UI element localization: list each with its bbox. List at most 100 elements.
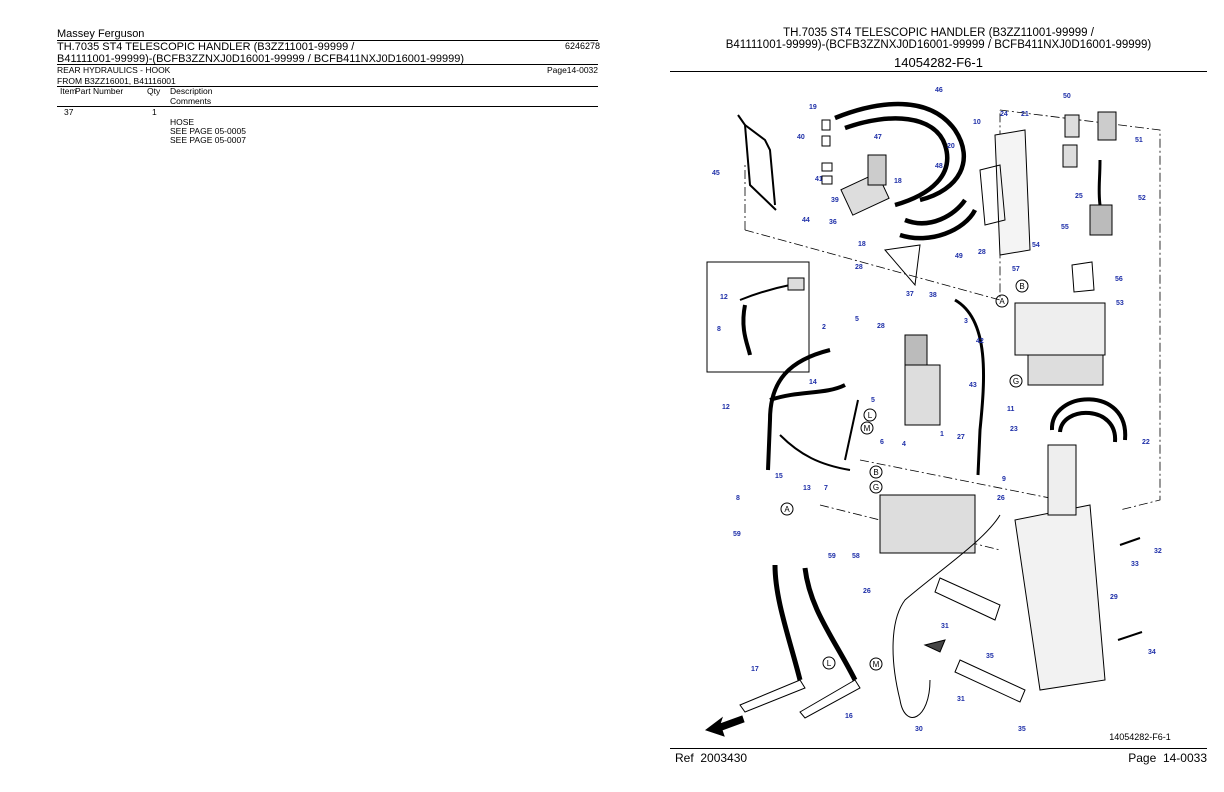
circle-letter-l [822, 656, 836, 670]
footer-divider [670, 748, 1207, 749]
inset-detail-box [706, 261, 810, 373]
hose-23 [1049, 397, 1128, 441]
letter-label: M [873, 660, 880, 669]
circle-letter-b [869, 465, 883, 479]
coupler [1064, 114, 1080, 138]
callout: 31 [941, 623, 949, 630]
circle-letter-a [780, 502, 794, 516]
brand-name: Massey Ferguson [57, 28, 145, 40]
rigid-pipe [737, 114, 777, 211]
callout: 47 [874, 134, 882, 141]
row-description: HOSE [170, 117, 195, 127]
bracket-plate-inner [979, 164, 1006, 226]
section-title: REAR HYDRAULICS - HOOK [57, 65, 171, 75]
page-label: Page [1128, 751, 1157, 765]
letter-label: B [873, 468, 878, 477]
inset-block [787, 277, 805, 291]
diagram-title: TH.7035 ST4 TELESCOPIC HANDLER (B3ZZ1100… [670, 27, 1207, 51]
letter-label: B [1019, 282, 1024, 291]
hose-14 [769, 383, 846, 402]
diagram-title-divider [670, 71, 1207, 72]
callout: 43 [969, 382, 977, 389]
bracket-plate [994, 129, 1031, 256]
model-title: TH.7035 ST4 TELESCOPIC HANDLER (B3ZZ1100… [57, 41, 602, 65]
callout: 44 [802, 217, 810, 224]
callout: 13 [803, 485, 811, 492]
callout: 26 [997, 495, 1005, 502]
row-item: 37 [64, 107, 74, 117]
letter-label: A [784, 505, 790, 514]
callout: 52 [1138, 195, 1146, 202]
callout: 39 [831, 197, 839, 204]
callout: 54 [1032, 242, 1040, 249]
callout: 18 [858, 241, 866, 248]
valve-block-main [904, 364, 941, 426]
letter-label: G [1013, 377, 1019, 386]
hook-upper [1047, 444, 1077, 516]
col-header-comments: Comments [170, 96, 212, 106]
circle-letter-a [995, 294, 1009, 308]
callout: 9 [1002, 476, 1006, 483]
callout: 19 [809, 104, 817, 111]
fitting [821, 119, 831, 131]
bolt-34 [1117, 631, 1143, 641]
link-bar [954, 659, 1026, 703]
callout: 36 [829, 219, 837, 226]
direction-arrow-icon [704, 715, 745, 737]
bracket-53 [1071, 261, 1095, 293]
handle [923, 639, 946, 653]
rigid-pipe [744, 124, 776, 206]
ref-value: 2003430 [700, 751, 748, 765]
callout: 11 [1007, 406, 1015, 413]
col-header-part-number: Part Number [75, 86, 124, 96]
callout: 2 [822, 324, 826, 331]
pipe [844, 399, 859, 461]
callout: 34 [1148, 649, 1156, 656]
callout: 45 [712, 170, 720, 177]
callout: 59 [828, 553, 836, 560]
callout: 42 [976, 338, 984, 345]
callout: 10 [973, 119, 981, 126]
callout-numbers: 1 2 3 4 5 5 6 7 8 8 9 10 11 12 12 13 14 … [712, 87, 1162, 733]
circle-letter-m [869, 657, 883, 671]
callout: 30 [915, 726, 923, 733]
callout: 24 [1000, 111, 1008, 118]
doc-number: 6246278 [564, 41, 600, 51]
callout: 49 [955, 253, 963, 260]
fitting [821, 175, 833, 185]
callout: 46 [935, 87, 943, 94]
letter-label: L [868, 411, 873, 420]
inset-hose [741, 304, 752, 356]
coupler [1062, 144, 1078, 168]
bracket-37 [884, 244, 921, 287]
callout: 21 [1021, 111, 1029, 118]
solenoid-upper [867, 154, 887, 186]
inset-hose [739, 284, 791, 301]
table-header-divider [57, 106, 598, 107]
letter-label: M [864, 424, 871, 433]
model-title-line2: B41111001-99999)-(BCFB3ZZNXJ0D16001-9999… [57, 53, 465, 65]
lever-17 [739, 679, 806, 713]
callout: 4 [902, 441, 906, 448]
fitting [821, 135, 831, 147]
ref-label: Ref [675, 751, 694, 765]
diagram-title-line2: B41111001-99999)-(BCFB3ZZNXJ0D16001-9999… [725, 39, 1152, 51]
letter-label: A [999, 297, 1005, 306]
callout: 20 [947, 143, 955, 150]
callout: 23 [1010, 426, 1018, 433]
solenoid-52 [1089, 204, 1113, 236]
callout: 25 [1075, 193, 1083, 200]
pipe-15 [779, 434, 851, 471]
callout: 28 [877, 323, 885, 330]
circle-letter-b [1015, 279, 1029, 293]
letter-label: L [827, 659, 832, 668]
callout: 31 [957, 696, 965, 703]
row-comment: SEE PAGE 05-0007 [170, 135, 246, 145]
callout: 16 [845, 713, 853, 720]
callout: 26 [863, 588, 871, 595]
callout: 57 [1012, 266, 1020, 273]
valve-block-g [1027, 354, 1104, 386]
serial-range: FROM B3ZZ16001, B41116001 [57, 76, 176, 86]
callout: 56 [1115, 276, 1123, 283]
